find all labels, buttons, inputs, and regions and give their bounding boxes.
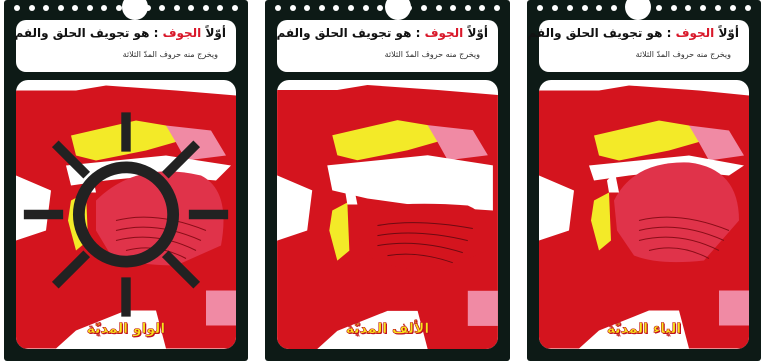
card-header: أوّلاً الجوف : هو تجويف الحلق والفم ويخر… — [277, 20, 498, 72]
letter-label: الألف المديّة — [277, 321, 498, 337]
letter-label: الواو المديّة — [16, 321, 236, 337]
card-frame: أوّلاً الجوف : هو تجويف الحلق والفم ويخر… — [4, 0, 248, 361]
card-title: أوّلاً الجوف : هو تجويف الحلق والفم — [14, 26, 226, 40]
mouth-cross-section — [277, 80, 498, 349]
card-waw: أوّلاً الجوف : هو تجويف الحلق والفم ويخر… — [4, 0, 248, 361]
letter-label: الياء المديّة — [539, 321, 749, 337]
card-frame: أوّلاً الجوف : هو تجويف الحلق والفم ويخر… — [265, 0, 510, 361]
card-subtitle: ويخرج منه حروف المدّ الثلاثة — [385, 50, 480, 59]
card-ya: أوّلاً الجوف : هو تجويف الحلق والفم ويخر… — [527, 0, 761, 361]
card-subtitle: ويخرج منه حروف المدّ الثلاثة — [123, 50, 218, 59]
mouth-cross-section — [539, 80, 749, 349]
anatomy-panel: الألف المديّة — [277, 80, 498, 349]
anatomy-panel: الياء المديّة — [539, 80, 749, 349]
card-subtitle: ويخرج منه حروف المدّ الثلاثة — [636, 50, 731, 59]
card-alif: أوّلاً الجوف : هو تجويف الحلق والفم ويخر… — [265, 0, 510, 361]
card-header: أوّلاً الجوف : هو تجويف الحلق والفم ويخر… — [16, 20, 236, 72]
card-title: أوّلاً الجوف : هو تجويف الحلق والفم — [527, 26, 739, 40]
card-title: أوّلاً الجوف : هو تجويف الحلق والفم — [276, 26, 488, 40]
sun-stamp-icon — [16, 80, 236, 349]
card-header: أوّلاً الجوف : هو تجويف الحلق والفم ويخر… — [539, 20, 749, 72]
anatomy-panel: الواو المديّة — [16, 80, 236, 349]
card-frame: أوّلاً الجوف : هو تجويف الحلق والفم ويخر… — [527, 0, 761, 361]
